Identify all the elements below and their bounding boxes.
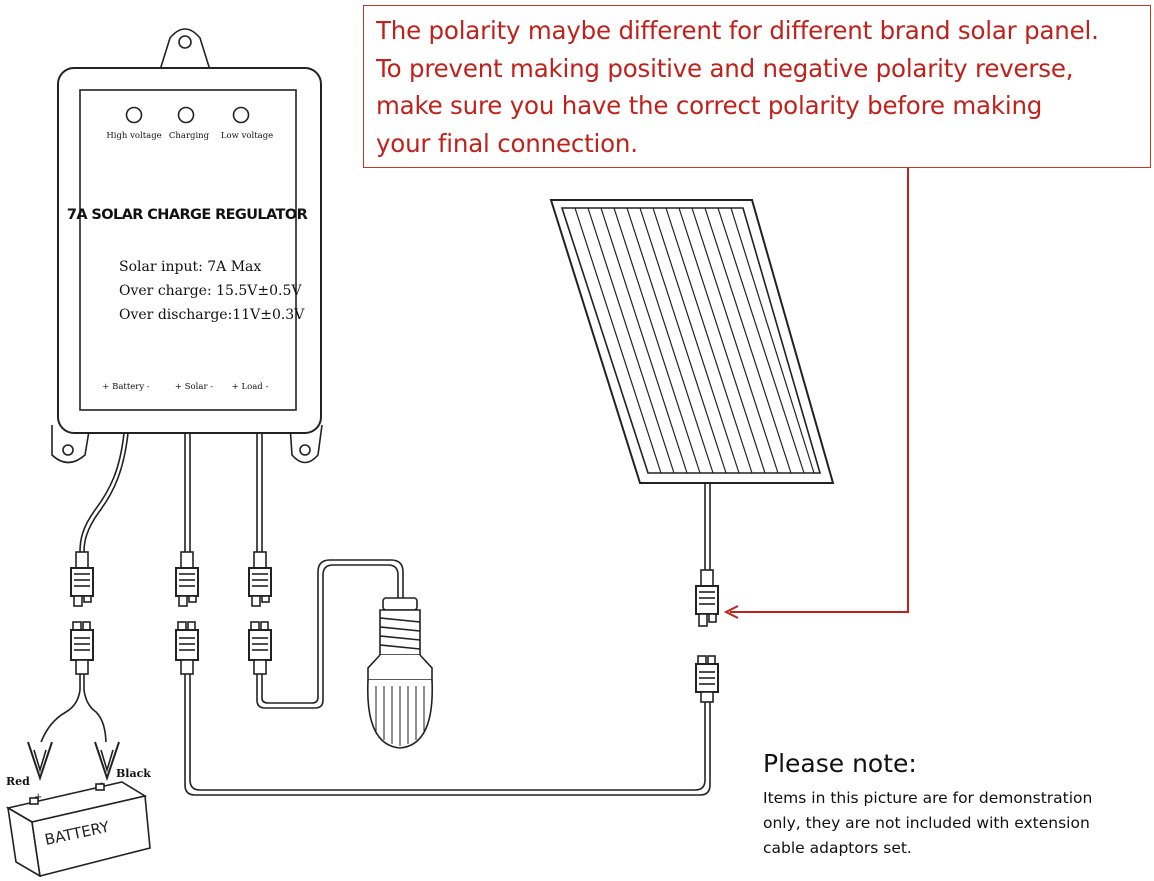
solar-cable xyxy=(184,433,191,552)
note-title: Please note: xyxy=(763,749,917,778)
sae-connector-battery-top xyxy=(70,551,94,607)
sae-connector-solar-top xyxy=(175,551,199,607)
battery-cable xyxy=(79,432,129,553)
sae-connector-load-top xyxy=(248,551,272,607)
regulator-title: 7A SOLAR CHARGE REGULATOR xyxy=(67,207,308,223)
sae-connector-solar-bottom xyxy=(175,621,199,675)
warning-line: your final connection. xyxy=(376,128,638,158)
warning-line: make sure you have the correct polarity … xyxy=(376,91,1043,120)
indicator-label-low-voltage: Low voltage xyxy=(221,131,273,141)
disclaimer-note: Please note: Items in this picture are f… xyxy=(763,748,1148,861)
svg-text:+: + xyxy=(34,792,42,803)
port-label-load: + Load - xyxy=(232,382,269,392)
black-clip-icon xyxy=(94,741,120,782)
clip-label-red: Red xyxy=(6,775,30,788)
clip-label-black: Black xyxy=(116,767,151,780)
led-charging-icon xyxy=(177,106,195,124)
led-low-voltage-icon xyxy=(232,106,250,124)
charge-regulator: High voltage Charging Low voltage 7A SOL… xyxy=(51,28,323,464)
spec-over-charge: Over charge: 15.5V±0.5V xyxy=(119,283,302,299)
spec-over-discharge: Over discharge:11V±0.3V xyxy=(119,307,305,323)
warning-line: The polarity maybe different for differe… xyxy=(376,16,1099,45)
indicator-label-high-voltage: High voltage xyxy=(106,131,161,141)
solar-panel-cable xyxy=(704,483,711,570)
indicator-label-charging: Charging xyxy=(169,131,210,141)
note-line: cable adaptors set. xyxy=(763,839,912,857)
polarity-warning-box: The polarity maybe different for differe… xyxy=(363,5,1151,168)
sae-connector-panel-bottom xyxy=(695,655,719,703)
red-clip-icon xyxy=(27,741,53,782)
sae-connector-battery-bottom xyxy=(70,621,94,675)
sae-connector-panel-top xyxy=(695,569,719,627)
warning-line: To prevent making positive and negative … xyxy=(376,53,1074,83)
battery-icon: + - BATTERY xyxy=(5,778,151,878)
solar-panel-icon xyxy=(549,199,835,484)
svg-text:-: - xyxy=(100,778,103,789)
led-high-voltage-icon xyxy=(125,106,143,124)
battery-clip-cable xyxy=(39,674,107,746)
port-label-battery: + Battery - xyxy=(102,382,150,392)
bulb-cable xyxy=(256,559,404,709)
solar-extension-cable xyxy=(184,674,711,796)
note-line: only, they are not included with extensi… xyxy=(763,814,1090,832)
load-cable xyxy=(256,433,263,552)
spec-solar-input: Solar input: 7A Max xyxy=(119,259,261,275)
port-label-solar: + Solar - xyxy=(175,382,213,392)
note-line: Items in this picture are for demonstrat… xyxy=(763,789,1093,807)
sae-connector-load-bottom xyxy=(248,621,272,675)
led-bulb-icon xyxy=(366,597,434,749)
polarity-pointer-arrow xyxy=(723,168,909,619)
